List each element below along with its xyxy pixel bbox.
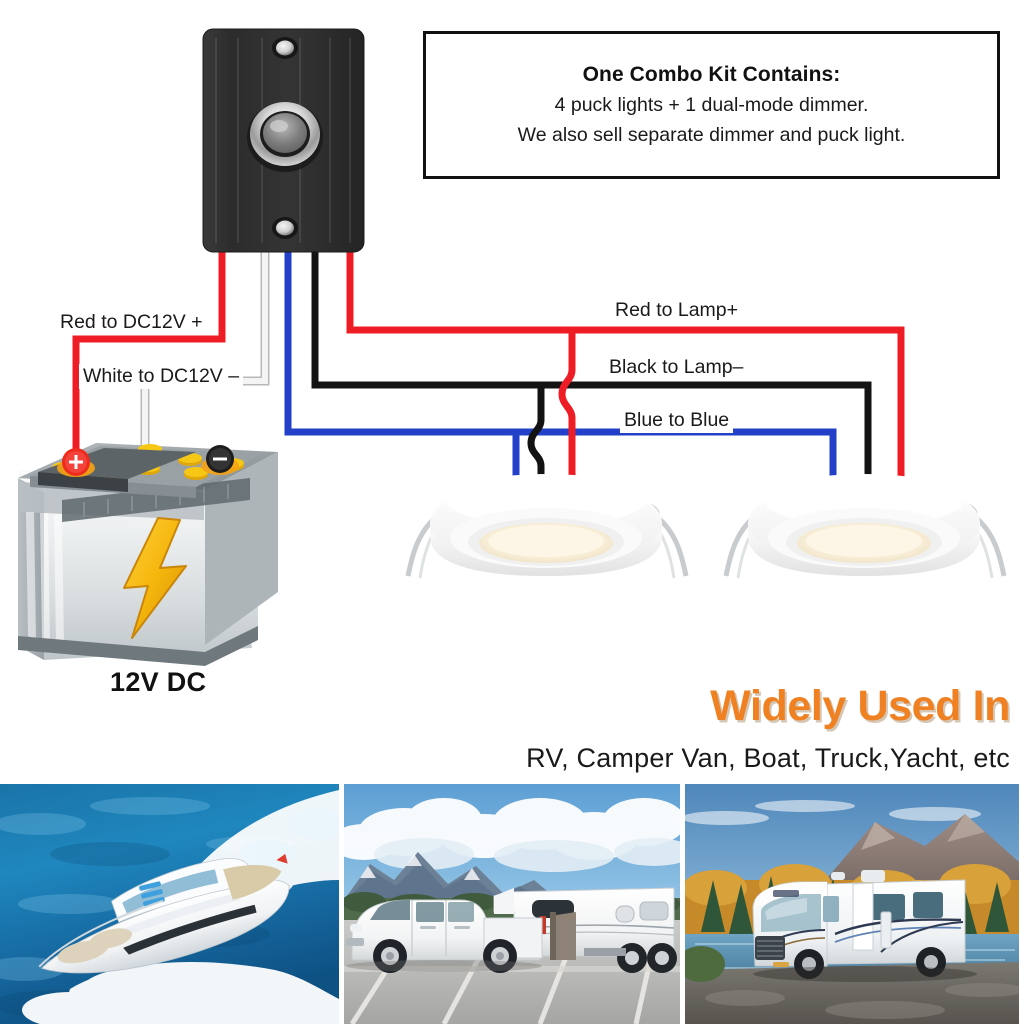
label-blue-to-blue: Blue to Blue (620, 408, 734, 433)
motorhome-photo (685, 784, 1019, 1024)
pickup-truck (346, 899, 543, 973)
yacht-photo (0, 784, 339, 1024)
battery-negative-terminal (201, 445, 239, 475)
dimmer-push-button[interactable] (247, 102, 323, 172)
class-a-motorhome (752, 870, 977, 982)
info-box-line-1: 4 puck lights + 1 dual-mode dimmer. (554, 94, 869, 116)
battery-lightning-bolt (123, 517, 187, 639)
label-red-to-lamp: Red to Lamp+ (611, 298, 743, 323)
dimmer-switch[interactable] (202, 28, 365, 253)
mounting-screw-hole-bottom (272, 217, 298, 239)
wire-white-to-battery-negative (140, 250, 270, 460)
wire-red-drop-left-lamp (558, 330, 576, 505)
label-black-to-lamp: Black to Lamp– (605, 355, 748, 380)
label-red-to-dc12v: Red to DC12V + (56, 310, 207, 335)
battery-caption: 12V DC (110, 667, 207, 697)
mounting-screw-hole-top (272, 37, 298, 59)
puck-light-right (723, 474, 1007, 579)
wire-black-drop-left-lamp (527, 385, 545, 505)
wire-black-bus (311, 250, 872, 500)
marketing-headline: Widely Used In (710, 682, 1010, 730)
wire-red-to-battery-positive (72, 250, 226, 462)
battery-positive-terminal (57, 448, 95, 477)
wire-red-lamp-bus (346, 250, 905, 500)
wire-harness (72, 250, 905, 505)
marketing-subline: RV, Camper Van, Boat, Truck,Yacht, etc (526, 743, 1010, 773)
wire-blue-bus (284, 250, 837, 500)
info-box-line-2: We also sell separate dimmer and puck li… (517, 124, 906, 146)
battery-12v (18, 443, 278, 666)
label-white-to-dc12v: White to DC12V – (79, 364, 244, 389)
application-photo-strip (0, 784, 1024, 1024)
info-box-title: One Combo Kit Contains: (582, 63, 841, 86)
truck-camper-photo (344, 784, 680, 1024)
combo-kit-info-box: One Combo Kit Contains: 4 puck lights + … (423, 31, 1000, 179)
puck-light-left (405, 474, 689, 579)
